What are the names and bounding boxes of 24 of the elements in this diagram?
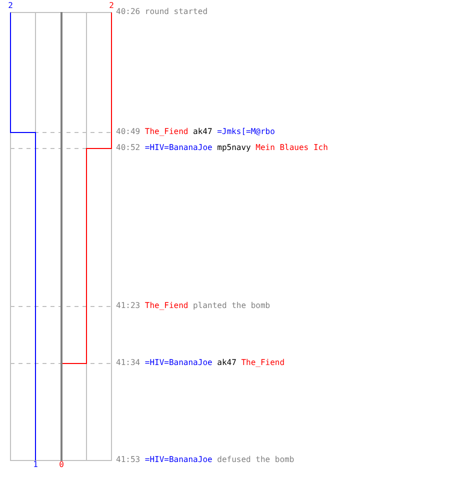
value-label: 2 [8, 2, 13, 10]
value-label: 0 [59, 461, 64, 469]
event-text: planted the bomb [193, 301, 270, 311]
weapon-name: ak47 [193, 127, 212, 137]
player-name: The_Fiend [144, 127, 188, 137]
time-label: 41:53 [116, 455, 140, 465]
time-label: 41:34 [116, 358, 140, 368]
event-text: defused the bomb [217, 455, 294, 465]
event-text: round started [144, 7, 208, 17]
player-name: =HIV=BananaJoe [144, 143, 212, 153]
time-label: 40:49 [116, 127, 140, 137]
time-label: 40:26 [116, 7, 140, 17]
player-name: Mein Blaues Ich [256, 143, 328, 153]
player-name: =Jmks[=M@rbo [217, 127, 275, 137]
player-name: The_Fiend [241, 358, 285, 368]
player-name: =HIV=BananaJoe [144, 358, 212, 368]
player-name: =HIV=BananaJoe [144, 455, 212, 465]
weapon-name: mp5navy [217, 143, 251, 153]
time-label: 41:23 [116, 301, 140, 311]
weapon-name: ak47 [217, 358, 236, 368]
player-name: The_Fiend [144, 301, 188, 311]
value-label: 1 [33, 461, 38, 469]
time-label: 40:52 [116, 143, 140, 153]
value-label: 2 [109, 2, 114, 10]
